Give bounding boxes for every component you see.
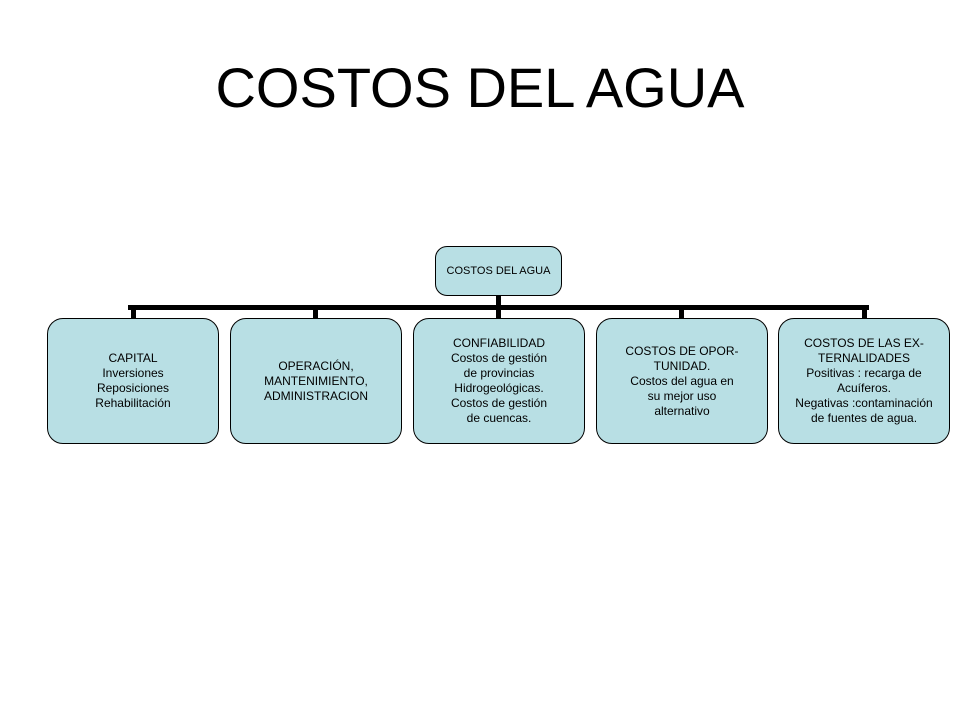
child-1-connector — [131, 305, 136, 319]
node-capital: CAPITAL Inversiones Reposiciones Rehabil… — [47, 318, 219, 444]
node-text-line: CONFIABILIDAD — [452, 336, 545, 350]
root-node-label: COSTOS DEL AGUA — [446, 264, 551, 277]
root-node: COSTOS DEL AGUA — [435, 246, 562, 296]
node-text-line: TUNIDAD. — [653, 358, 711, 373]
node-externalidades: COSTOS DE LAS EX- TERNALIDADES Positivas… — [778, 318, 950, 444]
node-text-line: MANTENIMIENTO, — [264, 373, 368, 388]
node-text-line: CAPITAL — [108, 351, 158, 365]
node-text-line: COSTOS DE LAS EX- — [804, 336, 924, 350]
node-text-line: alternativo — [654, 403, 710, 418]
node-text-line: Inversiones — [102, 366, 164, 380]
node-text-line: Hidrogeológicas. — [454, 381, 544, 395]
node-text-line: de provincias — [463, 366, 535, 380]
child-2-connector — [313, 305, 318, 319]
root-stem-connector — [496, 296, 501, 307]
node-text-line: Negativas :contaminación — [795, 396, 933, 410]
child-5-connector — [862, 305, 867, 319]
node-text-line: Costos de gestión — [450, 351, 548, 365]
node-text-line: COSTOS DE OPOR- — [625, 343, 739, 358]
node-text-line: Costos de gestión — [450, 396, 548, 410]
node-text-line: OPERACIÓN, — [278, 358, 354, 373]
node-text-line: de cuencas. — [466, 411, 532, 425]
child-4-connector — [679, 305, 684, 319]
node-operacion: OPERACIÓN, MANTENIMIENTO, ADMINISTRACION — [230, 318, 402, 444]
node-text-line: Acuíferos. — [836, 381, 892, 395]
node-text-line: TERNALIDADES — [817, 351, 911, 365]
slide-title: COSTOS DEL AGUA — [215, 56, 745, 119]
node-text-line: ADMINISTRACION — [263, 388, 368, 403]
node-text-line: Rehabilitación — [95, 396, 171, 410]
node-text-line: Positivas : recarga de — [806, 366, 922, 380]
node-text-line: Reposiciones — [96, 381, 170, 395]
node-text-line: Costos del agua en — [630, 373, 734, 388]
node-text-line: su mejor uso — [647, 388, 717, 403]
node-confiabilidad: CONFIABILIDAD Costos de gestión de provi… — [413, 318, 585, 444]
node-oportunidad: COSTOS DE OPOR- TUNIDAD. Costos del agua… — [596, 318, 768, 444]
child-3-connector — [496, 305, 501, 319]
node-text-line: de fuentes de agua. — [810, 411, 918, 425]
